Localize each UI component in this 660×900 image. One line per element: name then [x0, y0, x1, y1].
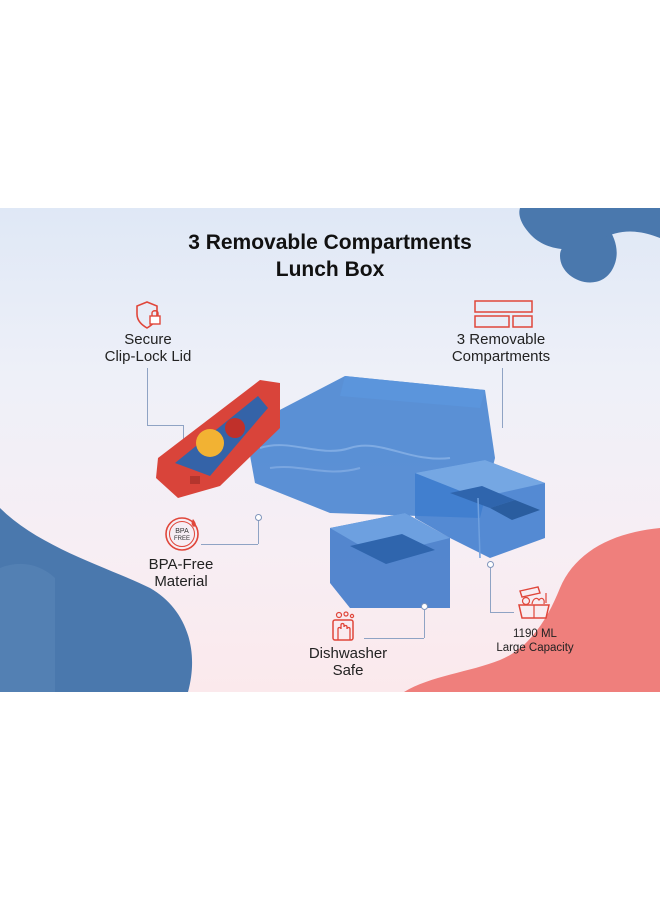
lunch-box-image [156, 376, 545, 608]
feature-dishwasher-label: Dishwasher Safe [308, 645, 388, 679]
title-line-2: Lunch Box [275, 258, 385, 281]
svg-text:BPA: BPA [175, 528, 189, 535]
background-blobs [0, 208, 660, 692]
feature-bpa-label: BPA-Free Material [148, 556, 214, 590]
feature-compartments-label: 3 Removable Compartments [451, 331, 551, 365]
lunchbox-food-icon [518, 586, 550, 619]
title-line-1: 3 Removable Compartments [188, 231, 472, 254]
svg-text:FREE: FREE [174, 536, 190, 542]
feature-banner: 3 Removable Compartments Lunch Box Secur… [0, 208, 660, 692]
bpa-free-icon: BPA FREE [165, 517, 199, 551]
feature-capacity-label: 1190 ML Large Capacity [496, 628, 574, 654]
compartments-icon [474, 300, 533, 328]
dishwasher-hand-icon [332, 611, 355, 641]
shield-lock-icon [136, 301, 161, 329]
feature-lid-label: Secure Clip-Lock Lid [104, 331, 192, 365]
